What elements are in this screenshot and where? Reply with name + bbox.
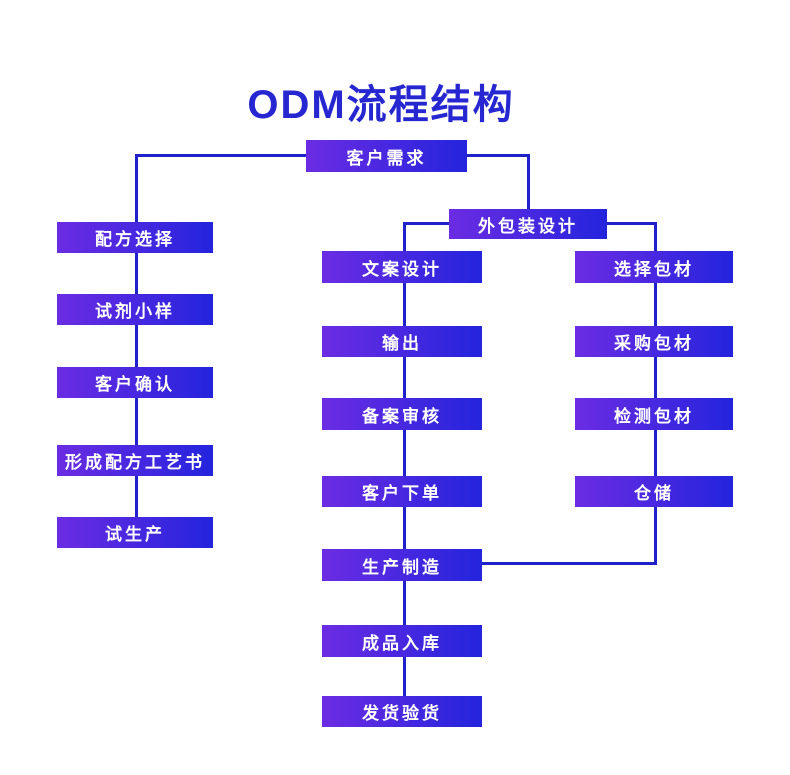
connector-line bbox=[527, 154, 530, 209]
connector-line bbox=[607, 222, 657, 225]
flow-node-customer-demand: 客户需求 bbox=[306, 140, 467, 172]
flow-node-output: 输出 bbox=[322, 326, 482, 357]
flow-node-customer-confirmation: 客户确认 bbox=[57, 367, 213, 398]
connector-line bbox=[481, 562, 657, 565]
connector-line bbox=[403, 222, 449, 225]
diagram-title: ODM流程结构 bbox=[247, 83, 515, 127]
flow-node-packaging-testing: 检测包材 bbox=[575, 398, 733, 430]
flow-node-production-manufacturing: 生产制造 bbox=[322, 549, 482, 581]
flow-node-formula-selection: 配方选择 bbox=[57, 222, 213, 253]
flow-node-reagent-sample: 试剂小样 bbox=[57, 294, 213, 325]
connector-line bbox=[467, 154, 529, 157]
flow-node-trial-production: 试生产 bbox=[57, 517, 213, 548]
flow-node-finished-goods-warehousing: 成品入库 bbox=[322, 625, 482, 657]
flow-node-packaging-design: 外包装设计 bbox=[449, 209, 607, 239]
flow-node-filing-review: 备案审核 bbox=[322, 398, 482, 430]
connector-line bbox=[135, 154, 138, 517]
connector-line bbox=[403, 222, 406, 696]
flow-node-customer-order: 客户下单 bbox=[322, 476, 482, 507]
connector-line bbox=[135, 154, 306, 157]
flow-node-warehousing: 仓储 bbox=[575, 476, 733, 507]
flow-node-formula-process-book: 形成配方工艺书 bbox=[57, 445, 213, 476]
flow-node-shipment-inspection: 发货验货 bbox=[322, 696, 482, 727]
flow-node-packaging-procurement: 采购包材 bbox=[575, 326, 733, 357]
flow-node-copy-design: 文案设计 bbox=[322, 251, 482, 283]
connector-line bbox=[654, 222, 657, 565]
flow-node-packaging-selection: 选择包材 bbox=[575, 251, 733, 283]
